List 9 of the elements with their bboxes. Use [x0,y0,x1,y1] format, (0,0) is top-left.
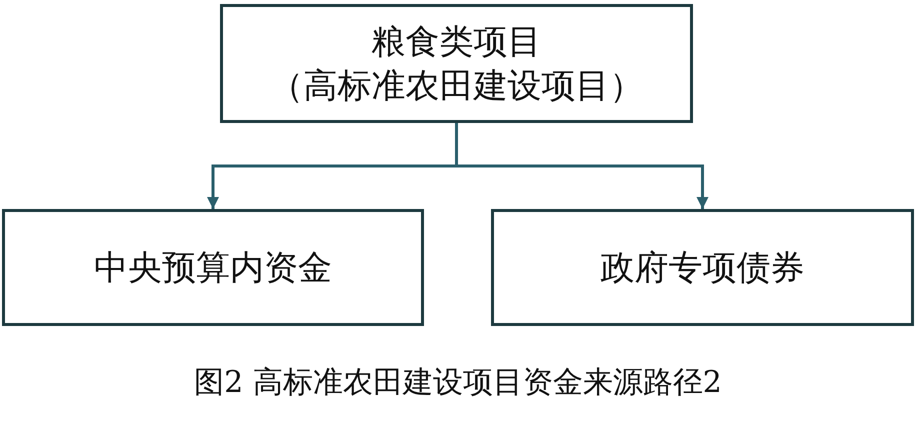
box-text: 中央预算内资金 [94,246,332,290]
box-text: 粮食类项目 [372,20,542,64]
figure-caption: 图2 高标准农田建设项目资金来源路径2 [194,365,722,400]
box-text: （高标准农田建设项目） [270,64,644,108]
process-box [2,209,424,326]
box-text: 政府专项债券 [600,246,804,290]
process-box [220,4,693,123]
process-box [491,209,914,326]
arrow [455,123,708,209]
